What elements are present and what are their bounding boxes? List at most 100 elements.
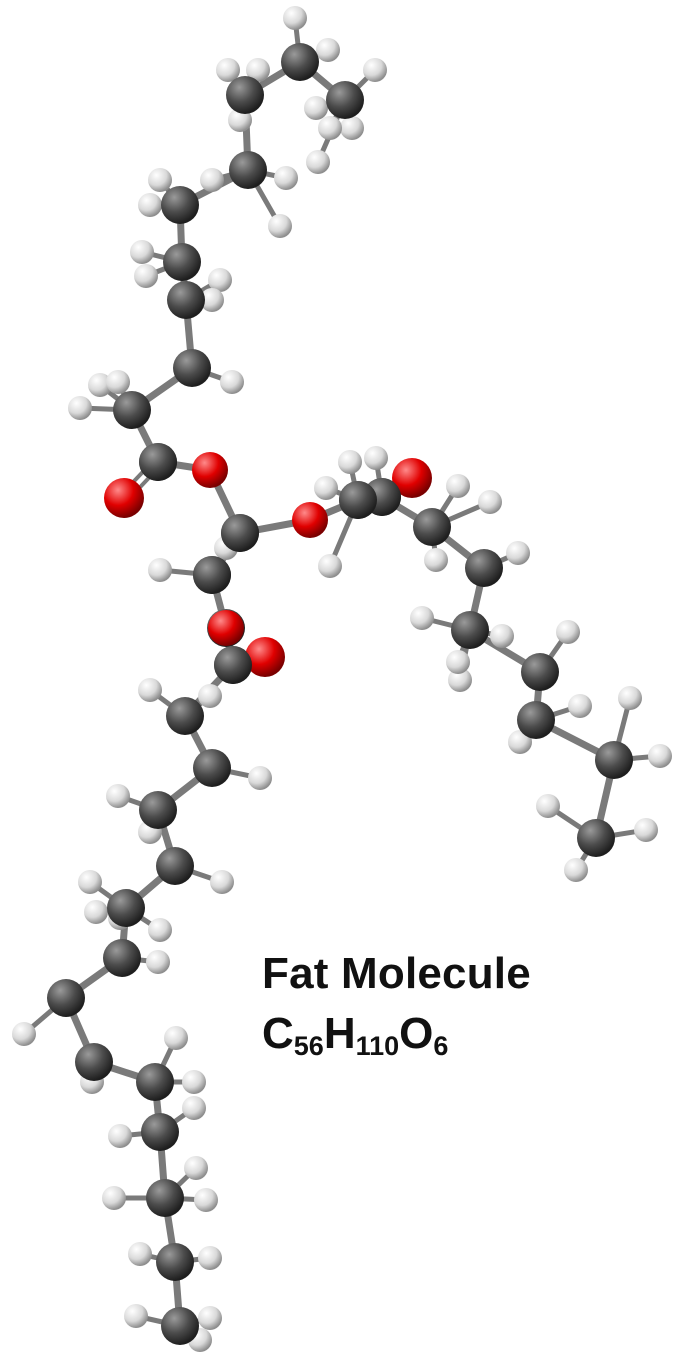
carbon-atom-icon [193, 749, 231, 787]
carbon-atom-icon [465, 549, 503, 587]
hydrogen-atom-icon [506, 541, 530, 565]
hydrogen-atom-icon [146, 950, 170, 974]
hydrogen-atom-icon [198, 1246, 222, 1270]
oxygen-atom-icon [292, 502, 328, 538]
hydrogen-atom-icon [208, 268, 232, 292]
formula-element-h: H [323, 1009, 356, 1058]
hydrogen-atom-icon [134, 264, 158, 288]
hydrogen-atom-icon [148, 918, 172, 942]
hydrogen-atom-icon [138, 193, 162, 217]
carbon-atom-icon [47, 979, 85, 1017]
hydrogen-atom-icon [128, 1242, 152, 1266]
formula-element-c: C [262, 1009, 294, 1058]
hydrogen-atom-icon [78, 870, 102, 894]
hydrogen-atom-icon [446, 474, 470, 498]
carbon-atom-icon [226, 76, 264, 114]
carbon-atom-icon [451, 611, 489, 649]
carbon-atom-icon [161, 1307, 199, 1345]
carbon-atom-icon [166, 697, 204, 735]
hydrogen-atom-icon [164, 1026, 188, 1050]
hydrogen-atom-icon [536, 794, 560, 818]
hydrogen-atom-icon [283, 6, 307, 30]
hydrogen-atom-icon [228, 108, 252, 132]
hydrogen-atom-icon [12, 1022, 36, 1046]
carbon-atom-icon [517, 701, 555, 739]
hydrogen-atom-icon [363, 58, 387, 82]
hydrogen-atom-icon [138, 678, 162, 702]
hydrogen-atom-icon [182, 1070, 206, 1094]
hydrogen-atom-icon [246, 58, 270, 82]
hydrogen-atom-icon [448, 668, 472, 692]
hydrogen-atom-icon [424, 548, 448, 572]
hydrogen-atom-icon [248, 766, 272, 790]
carbon-atom-icon [595, 741, 633, 779]
carbon-atom-icon [107, 889, 145, 927]
formula-count-h: 110 [355, 1031, 400, 1061]
hydrogen-atom-icon [316, 38, 340, 62]
hydrogen-atom-icon [410, 606, 434, 630]
hydrogen-atom-icon [304, 96, 328, 120]
carbon-atom-icon [139, 443, 177, 481]
hydrogen-atom-icon [648, 744, 672, 768]
hydrogen-atom-icon [216, 58, 240, 82]
carbon-atom-icon [281, 43, 319, 81]
hydrogen-atom-icon [268, 214, 292, 238]
hydrogen-atom-icon [220, 370, 244, 394]
hydrogen-atom-icon [556, 620, 580, 644]
hydrogen-atom-icon [340, 116, 364, 140]
hydrogen-atom-icon [102, 1186, 126, 1210]
hydrogen-atom-icon [106, 370, 130, 394]
hydrogen-atom-icon [634, 818, 658, 842]
carbon-atom-icon [156, 847, 194, 885]
carbon-atom-icon [139, 791, 177, 829]
carbon-atom-icon [193, 556, 231, 594]
carbon-atom-icon [413, 508, 451, 546]
hydrogen-atom-icon [182, 1096, 206, 1120]
hydrogen-atom-icon [564, 858, 588, 882]
hydrogen-atom-icon [200, 168, 224, 192]
carbon-atom-icon [221, 514, 259, 552]
hydrogen-atom-icon [274, 166, 298, 190]
oxygen-atom-icon [245, 637, 285, 677]
carbon-atom-icon [167, 281, 205, 319]
hydrogen-atom-icon [88, 373, 112, 397]
hydrogen-atom-icon [84, 900, 108, 924]
hydrogen-atom-icon [318, 116, 342, 140]
hydrogen-atom-icon [194, 1188, 218, 1212]
carbon-atom-icon [103, 939, 141, 977]
carbon-atom-icon [521, 653, 559, 691]
carbon-atom-icon [141, 1113, 179, 1151]
hydrogen-atom-icon [184, 1156, 208, 1180]
hydrogen-atom-icon [200, 288, 224, 312]
hydrogen-atom-icon [148, 168, 172, 192]
hydrogen-atom-icon [618, 686, 642, 710]
carbon-atom-icon [75, 1043, 113, 1081]
carbon-atom-icon [229, 151, 267, 189]
atom-layer [12, 6, 672, 1352]
carbon-atom-icon [161, 186, 199, 224]
carbon-atom-icon [136, 1063, 174, 1101]
formula-count-o: 6 [433, 1031, 449, 1061]
oxygen-atom-icon [104, 478, 144, 518]
hydrogen-atom-icon [210, 870, 234, 894]
carbon-atom-icon [146, 1179, 184, 1217]
oxygen-atom-icon [208, 610, 244, 646]
carbon-atom-icon [173, 349, 211, 387]
molecular-formula: C56H110O6 [262, 1009, 531, 1060]
caption: Fat Molecule C56H110O6 [262, 952, 531, 1060]
carbon-atom-icon [113, 391, 151, 429]
carbon-atom-icon [163, 243, 201, 281]
carbon-atom-icon [156, 1243, 194, 1281]
carbon-atom-icon [339, 481, 377, 519]
hydrogen-atom-icon [338, 450, 362, 474]
hydrogen-atom-icon [306, 150, 330, 174]
hydrogen-atom-icon [148, 558, 172, 582]
oxygen-atom-icon [192, 452, 228, 488]
hydrogen-atom-icon [318, 554, 342, 578]
hydrogen-atom-icon [568, 694, 592, 718]
hydrogen-atom-icon [478, 490, 502, 514]
hydrogen-atom-icon [364, 446, 388, 470]
hydrogen-atom-icon [106, 784, 130, 808]
carbon-atom-icon [214, 646, 252, 684]
